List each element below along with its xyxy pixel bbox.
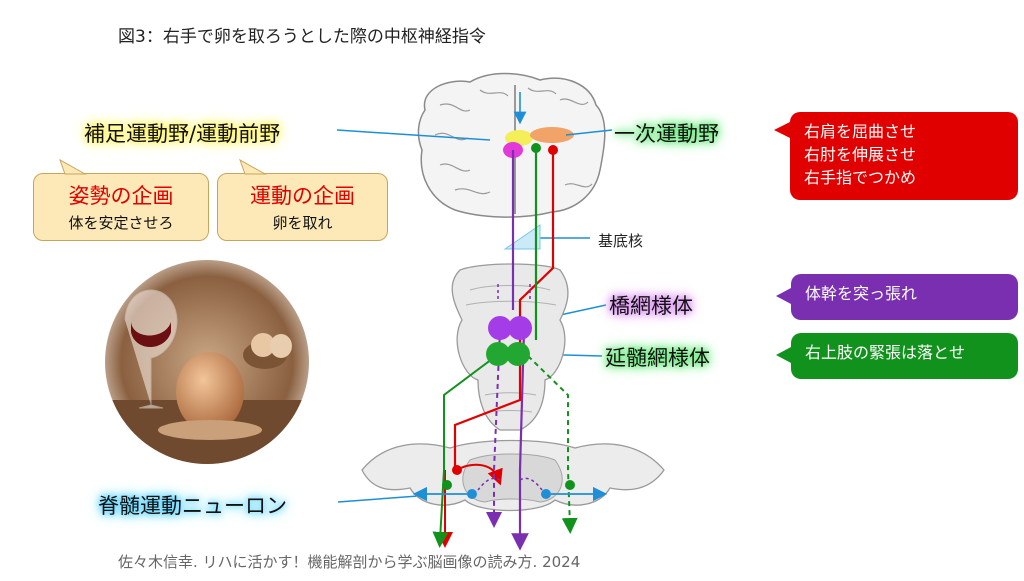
sma-region: [505, 130, 533, 146]
command-m1-line3: 右手指でつかめ: [804, 168, 917, 187]
command-m1-line2: 右肘を伸展させ: [804, 145, 917, 164]
command-medullary: 右上肢の緊張は落とせ: [791, 333, 1018, 379]
bubble-pointers: [774, 122, 791, 363]
plan-posture-heading: 姿勢の企画: [68, 184, 174, 208]
egg-photo: [105, 260, 309, 464]
plan-posture: 姿勢の企画 体を安定させろ: [33, 173, 209, 241]
label-basal-ganglia: 基底核: [598, 232, 644, 250]
citation: 佐々木信幸. リハに活かす！機能解剖から学ぶ脳画像の読み方. 2024: [118, 553, 581, 571]
basal-ganglia-shape: [503, 224, 541, 250]
label-pontine-rf: 橋網様体: [609, 294, 693, 318]
figure-title: 図3：右手で卵を取ろうとした際の中枢神経指令: [118, 27, 486, 47]
label-sma-pmc: 補足運動野/運動前野: [84, 122, 281, 146]
command-m1-line1: 右肩を屈曲させ: [804, 122, 917, 141]
plan-pointers: [59, 158, 267, 175]
label-medullary-rf: 延髄網様体: [605, 346, 710, 370]
plan-movement-sub: 卵を取れ: [272, 214, 333, 232]
label-spinal-motor: 脊髄運動ニューロン: [98, 494, 287, 518]
plan-posture-sub: 体を安定させろ: [68, 214, 174, 232]
spinal-cord-section: [361, 439, 665, 512]
label-m1: 一次運動野: [614, 122, 719, 146]
brain-illustration: [417, 72, 606, 218]
plan-movement-heading: 運動の企画: [250, 184, 355, 208]
command-pontine: 体幹を突っ張れ: [791, 274, 1018, 320]
command-m1: 右肩を屈曲させ 右肘を伸展させ 右手指でつかめ: [790, 112, 1018, 200]
plan-movement: 運動の企画 卵を取れ: [217, 173, 388, 241]
